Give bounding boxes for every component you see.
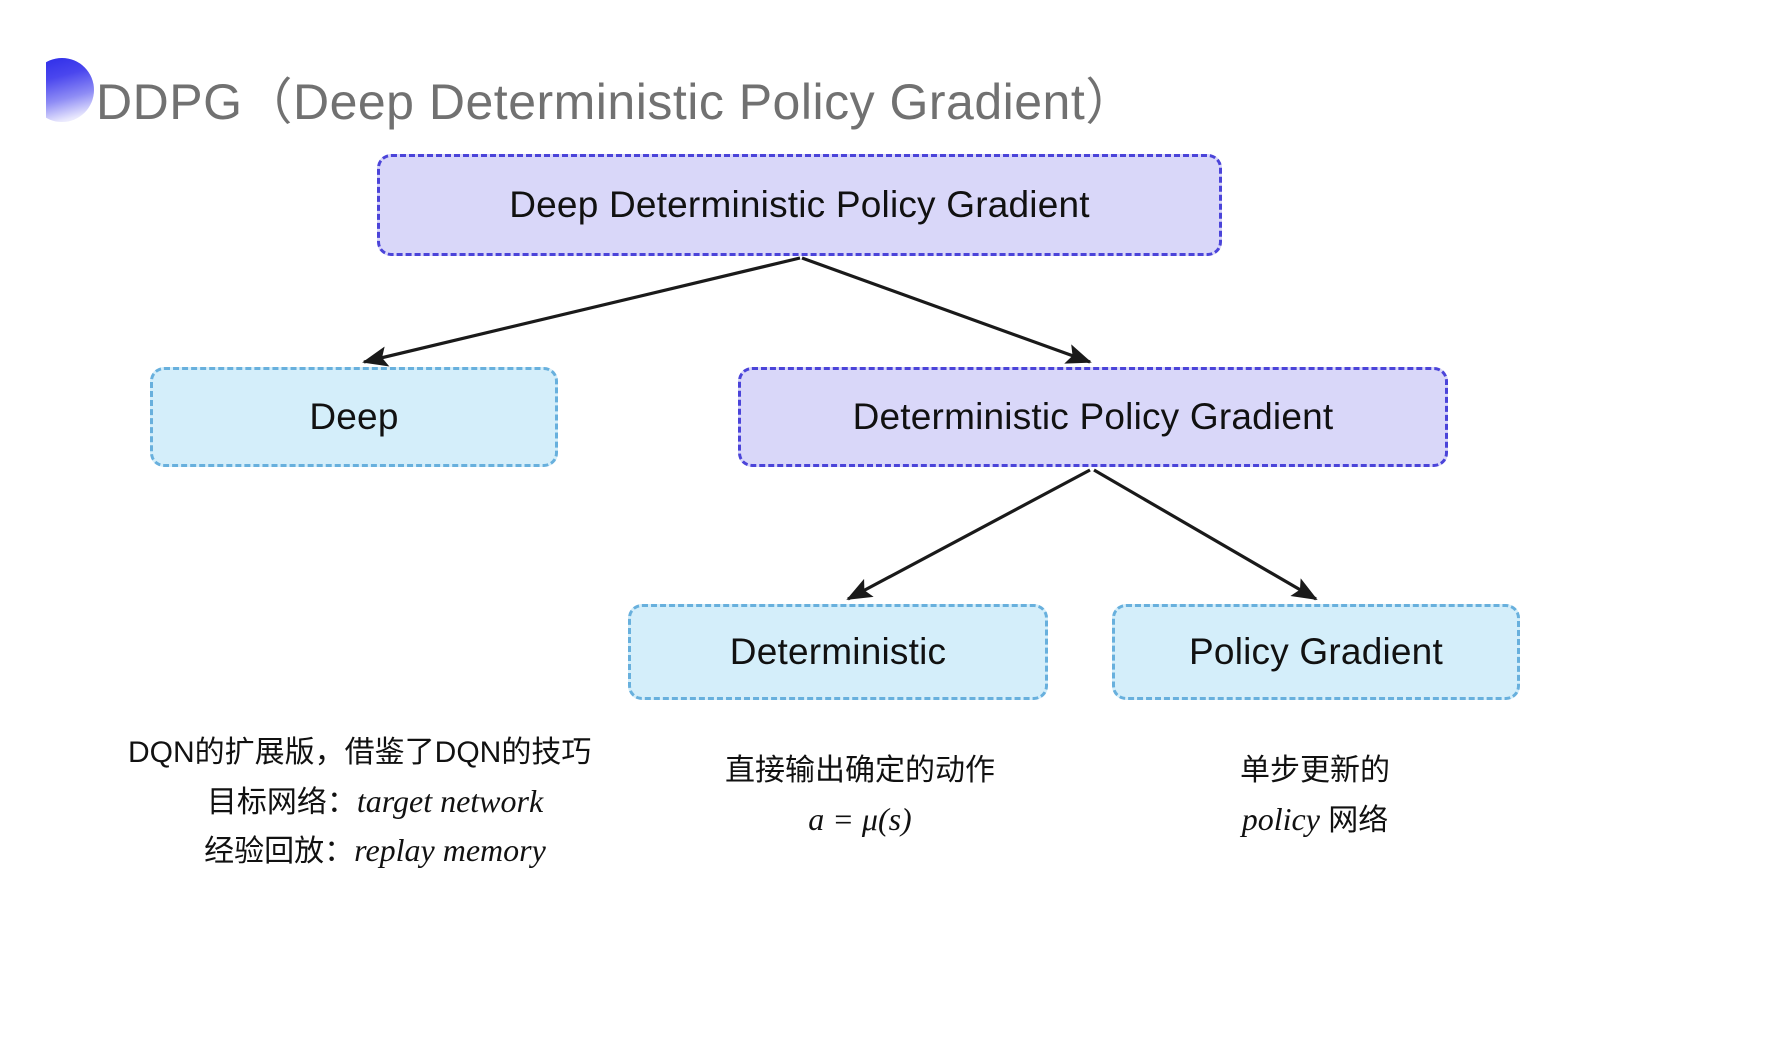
caption-deep: DQN的扩展版，借鉴了DQN的技巧 目标网络：target network 经验… (128, 730, 592, 876)
caption-policy-gradient-line2: policy 网络 (1155, 795, 1475, 845)
caption-policy-gradient: 单步更新的 policy 网络 (1155, 748, 1475, 844)
edge-dpg-to-policy-gradient (1093, 468, 1318, 601)
node-label: Policy Gradient (1189, 630, 1443, 672)
node-deep[interactable]: Deep (150, 367, 558, 467)
caption-deterministic-line1: 直接输出确定的动作 (725, 754, 995, 787)
node-deterministic-policy-gradient[interactable]: Deterministic Policy Gradient (738, 367, 1448, 467)
caption-policy-gradient-suffix: 网络 (1319, 803, 1389, 837)
caption-deterministic-formula: a = μ(s) (808, 800, 912, 837)
caption-deep-line3-label: 经验回放： (204, 835, 355, 869)
caption-policy-gradient-term: policy (1241, 800, 1320, 837)
caption-deep-line2-label: 目标网络： (206, 785, 357, 819)
caption-deep-line2-term: target network (356, 782, 544, 819)
node-label: Deep Deterministic Policy Gradient (509, 183, 1090, 225)
caption-deep-line2: 目标网络：target network (128, 777, 588, 827)
caption-deep-line3: 经验回放：replay memory (128, 826, 588, 876)
node-label: Deep (309, 395, 399, 437)
edge-root-to-deep (362, 256, 801, 367)
caption-policy-gradient-line1: 单步更新的 (1240, 754, 1390, 787)
node-label: Deterministic (729, 630, 947, 672)
node-policy-gradient[interactable]: Policy Gradient (1112, 604, 1520, 700)
caption-deep-line3-term: replay memory (354, 832, 546, 869)
node-deterministic[interactable]: Deterministic (628, 604, 1048, 700)
caption-deterministic: 直接输出确定的动作 a = μ(s) (700, 748, 1020, 844)
bullet-clip-mask (0, 40, 46, 150)
caption-deep-line1: DQN的扩展版，借鉴了DQN的技巧 (128, 736, 592, 769)
edge-root-to-dpg (801, 256, 1092, 364)
edge-dpg-to-deterministic (846, 468, 1091, 601)
node-deep-deterministic-policy-gradient[interactable]: Deep Deterministic Policy Gradient (377, 154, 1222, 256)
node-label: Deterministic Policy Gradient (852, 395, 1334, 437)
page-title: DDPG（Deep Deterministic Policy Gradient） (96, 74, 1136, 130)
